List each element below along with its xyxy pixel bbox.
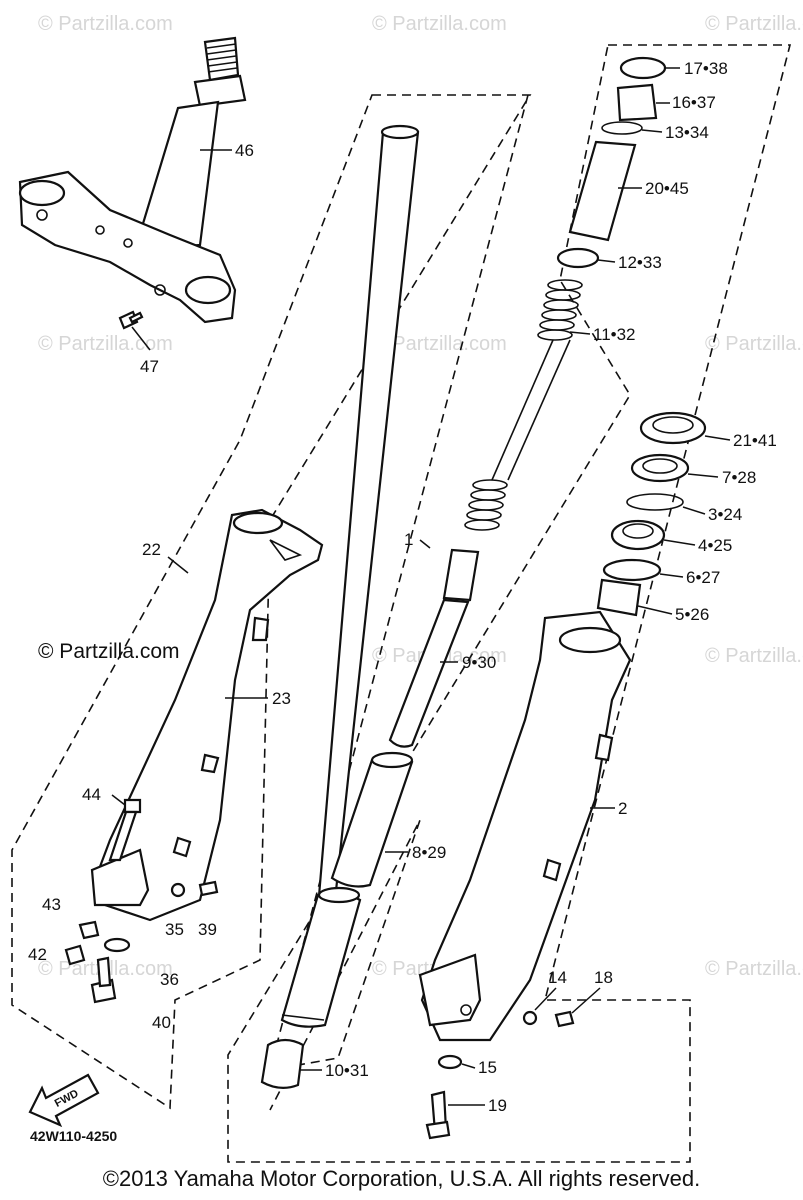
- spring-11-32: [464, 279, 583, 531]
- inner-tube-lower: [280, 886, 362, 1028]
- label-39: 39: [198, 920, 217, 939]
- piston-rod-9-30: [388, 548, 480, 748]
- svg-text:© Partzilla.com: © Partzilla.com: [705, 958, 803, 980]
- left-outer-tube-23: [90, 508, 324, 922]
- label-20: 20•45: [645, 179, 689, 198]
- label-11: 11•32: [593, 325, 636, 344]
- fwd-arrow-icon: FWD: [28, 1073, 100, 1128]
- svg-text:© Partzilla.com: © Partzilla.com: [372, 333, 507, 355]
- label-36: 36: [160, 970, 179, 989]
- label-17: 17•38: [684, 59, 728, 78]
- svg-text:© Partzilla.com: © Partzilla.com: [38, 333, 173, 355]
- label-13: 13•34: [665, 123, 709, 142]
- label-22: 22: [142, 540, 161, 559]
- label-14: 14: [548, 968, 567, 987]
- svg-text:© Partzilla.com: © Partzilla.com: [705, 333, 803, 355]
- bushing-10-31: [260, 1038, 305, 1089]
- label-10: 10•31: [325, 1061, 369, 1080]
- label-15: 15: [478, 1058, 497, 1077]
- label-3: 3•24: [708, 505, 742, 524]
- label-47: 47: [140, 357, 159, 376]
- label-23: 23: [272, 689, 291, 708]
- label-44: 44: [82, 785, 101, 804]
- label-18: 18: [594, 968, 613, 987]
- label-19: 19: [488, 1096, 507, 1115]
- right-outer-tube-2: [418, 610, 632, 1042]
- label-16: 16•37: [672, 93, 716, 112]
- bolt-47: [118, 310, 144, 330]
- right-fork-group-outline: [227, 44, 792, 1163]
- label-8: 8•29: [412, 843, 446, 862]
- right-seal-parts: [596, 411, 707, 617]
- svg-text:© Partzilla.com: © Partzilla.com: [705, 645, 803, 667]
- label-5: 5•26: [675, 605, 709, 624]
- label-35: 35: [165, 920, 184, 939]
- leader-lines: [111, 67, 731, 1106]
- label-4: 4•25: [698, 536, 732, 555]
- svg-text:© Partzilla.com: © Partzilla.com: [705, 13, 803, 35]
- left-small-parts: [64, 880, 219, 1004]
- label-21: 21•41: [733, 431, 777, 450]
- label-7: 7•28: [722, 468, 756, 487]
- label-9: 9•30: [462, 653, 496, 672]
- label-42: 42: [28, 945, 47, 964]
- svg-text:© Partzilla.com: © Partzilla.com: [38, 13, 173, 35]
- label-43: 43: [42, 895, 61, 914]
- label-2: 2: [618, 799, 627, 818]
- label-46: 46: [235, 141, 254, 160]
- label-1: 1: [404, 530, 413, 549]
- bolt-44: [108, 798, 142, 862]
- svg-text:© Partzilla.com: © Partzilla.com: [372, 13, 507, 35]
- label-40: 40: [152, 1013, 171, 1032]
- partzilla-watermark: © Partzilla.com: [38, 640, 180, 663]
- copyright-notice: ©2013 Yamaha Motor Corporation, U.S.A. A…: [102, 1166, 701, 1191]
- label-6: 6•27: [686, 568, 720, 587]
- diagram-code: 42W110-4250: [30, 1128, 118, 1144]
- right-small-parts: [425, 1010, 575, 1140]
- steering-stem-46: [18, 36, 247, 324]
- part-labels: 46 47 22 23 44 43 42 35 39 36 40 1 17•38…: [28, 59, 777, 1115]
- collar-8-29: [330, 751, 414, 888]
- label-12: 12•33: [618, 253, 662, 272]
- right-top-parts: [556, 56, 667, 269]
